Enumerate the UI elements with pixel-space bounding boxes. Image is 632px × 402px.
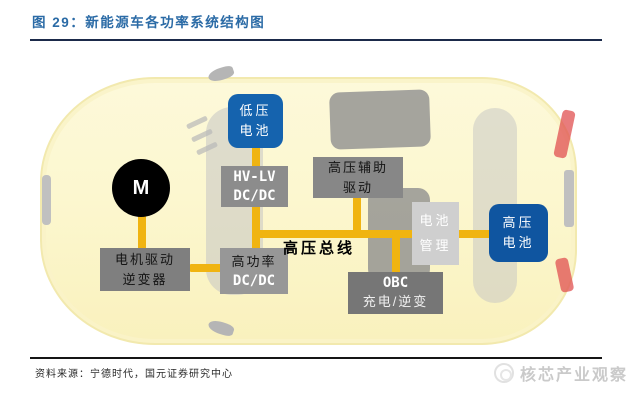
title-rule [30, 39, 602, 41]
obc-node: OBC 充电/逆变 [348, 272, 443, 314]
car-front-grille [42, 175, 51, 225]
wire-aux-to-bus [353, 196, 361, 232]
wire-motor-to-inverter [138, 215, 146, 250]
battery-mgmt-node: 电池 管理 [412, 202, 459, 265]
footer-rule [30, 357, 602, 359]
hv-aux-drive-node: 高压辅助 驱动 [313, 157, 403, 198]
hv-bus-label: 高压总线 [283, 240, 356, 257]
inverter-line1: 电机驱动 [114, 252, 175, 267]
bms-line1: 电池 [419, 212, 452, 228]
obc-line1: OBC [382, 275, 409, 292]
hvlv-line2: DC/DC [233, 187, 276, 204]
hv-battery-line1: 高压 [502, 214, 535, 230]
motor-node: M [112, 159, 170, 217]
motor-label: M [132, 176, 150, 199]
source-note: 资料来源：宁德时代，国元证券研究中心 [35, 369, 233, 380]
aux-line2: 驱动 [342, 179, 373, 195]
hp-dcdc-line2: DC/DC [232, 272, 276, 289]
hv-battery-line2: 电池 [502, 235, 535, 250]
lv-battery-node: 低压 电池 [228, 94, 283, 148]
hv-battery-node: 高压 电池 [489, 204, 548, 262]
watermark-text: 核芯产业观察 [520, 367, 629, 384]
wire-inverter-to-hp-dcdc [190, 264, 221, 272]
watermark-logo-icon [494, 363, 514, 383]
wire-lv-battery-to-hvlv [252, 146, 260, 168]
motor-inverter-node: 电机驱动 逆变器 [100, 248, 190, 291]
aux-line1: 高压辅助 [327, 160, 388, 175]
figure-title: 图 29：新能源车各功率系统结构图 [32, 15, 266, 30]
car-roof [329, 89, 431, 150]
hvlv-dcdc-node: HV-LV DC/DC [221, 166, 288, 207]
watermark: 核芯产业观察 [494, 361, 628, 385]
bms-line2: 管理 [419, 237, 452, 253]
wire-hvlv-to-hp-dcdc [252, 206, 260, 250]
obc-line2: 充电/逆变 [362, 294, 429, 310]
lv-battery-line1: 低压 [239, 102, 272, 118]
wire-bus-to-obc [392, 236, 400, 274]
car-rear-plate [564, 170, 574, 227]
hp-dcdc-node: 高功率 DC/DC [220, 248, 288, 294]
lv-battery-line2: 电池 [239, 123, 272, 138]
wire-hv-bus [252, 230, 414, 238]
hvlv-line1: HV-LV [233, 169, 276, 186]
wire-bms-to-hv-battery [456, 230, 492, 238]
hp-dcdc-line1: 高功率 [231, 254, 277, 270]
inverter-line2: 逆变器 [122, 271, 168, 287]
